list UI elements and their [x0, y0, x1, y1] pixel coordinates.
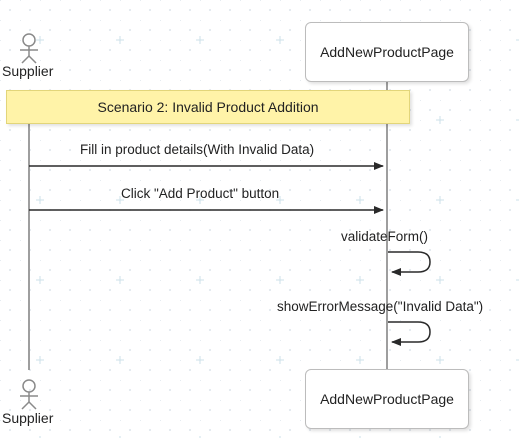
supplier-label-top: Supplier — [2, 63, 54, 79]
self-call-label-validate: validateForm() — [341, 229, 429, 244]
participant-box-bottom: AddNewProductPage — [305, 369, 469, 429]
supplier-label-bottom: Supplier — [2, 410, 54, 426]
scenario-note-text: Scenario 2: Invalid Product Addition — [97, 99, 319, 115]
self-call-arrow-show-error — [388, 321, 431, 346]
participant-label-top: AddNewProductPage — [320, 44, 454, 60]
supplier-actor-icon-top — [20, 33, 38, 64]
self-call-label-show-error: showErrorMessage("Invalid Data") — [277, 299, 484, 314]
participant-label-bottom: AddNewProductPage — [320, 391, 454, 407]
scenario-note: Scenario 2: Invalid Product Addition — [6, 90, 410, 124]
supplier-actor-icon-bottom — [20, 379, 38, 410]
message-label-fill-details: Fill in product details(With Invalid Dat… — [80, 142, 315, 157]
participant-box-top: AddNewProductPage — [305, 22, 469, 82]
self-call-arrow-validate — [388, 251, 431, 276]
message-label-click-add: Click "Add Product" button — [121, 186, 280, 201]
